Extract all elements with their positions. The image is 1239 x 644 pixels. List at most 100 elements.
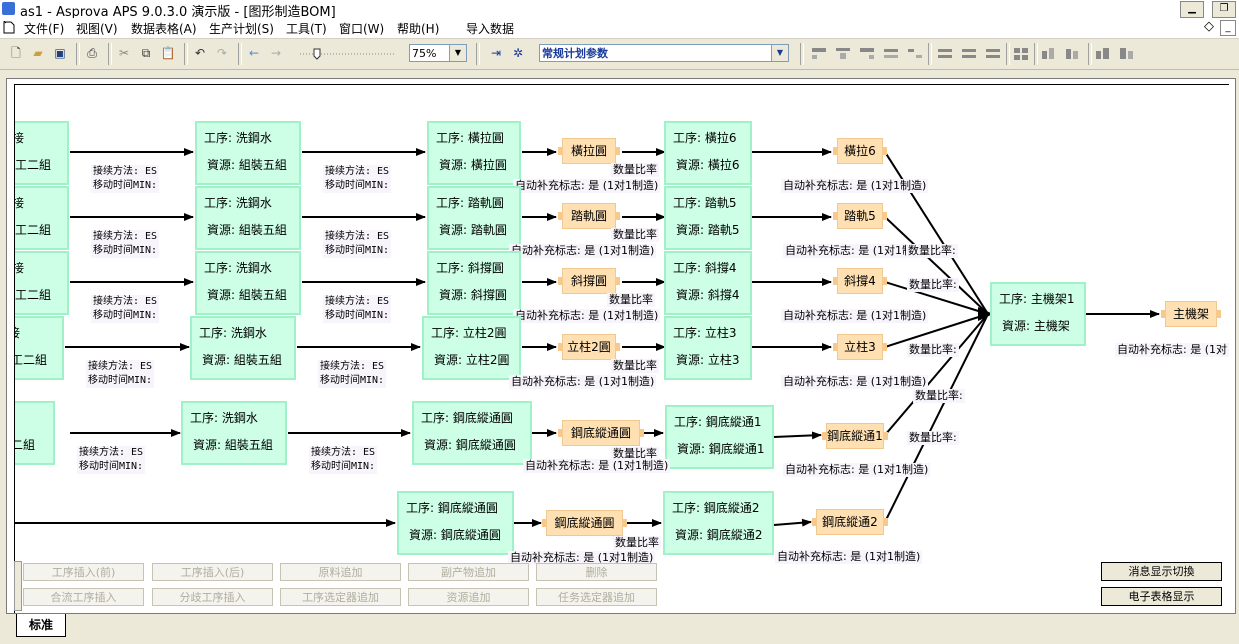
insert-process-before-button[interactable]: 工序插入(前) (23, 563, 144, 581)
distribute-icon[interactable] (984, 46, 1002, 61)
item-node[interactable]: 鋼底縱通圓 (558, 420, 644, 446)
restore-icon[interactable]: ❐ (1212, 1, 1236, 18)
size-align-icon[interactable] (1094, 46, 1112, 61)
process-node-wash[interactable]: 工序: 洗鋼水資源: 組裝五組 (190, 316, 296, 380)
bottom-align-icon[interactable] (1064, 46, 1082, 61)
insert-merge-process-button[interactable]: 合流工序插入 (23, 588, 144, 606)
process-node-left[interactable]: 接工二組 (15, 186, 69, 250)
item-node[interactable]: 鋼底縱通1 (822, 423, 888, 449)
process-node-wash[interactable]: 工序: 洗鋼水資源: 組裝五組 (195, 251, 301, 315)
add-material-button[interactable]: 原料追加 (280, 563, 401, 581)
align-layout-icon[interactable] (834, 46, 852, 61)
menu-window[interactable]: 窗口(W) (339, 22, 385, 36)
tab-standard[interactable]: 标准 (16, 614, 66, 637)
menu-view[interactable]: 视图(V) (76, 22, 118, 36)
resource-label: 二組 (15, 438, 36, 452)
item-node[interactable]: 橫拉6 (833, 138, 887, 164)
align-layout-icon[interactable] (810, 46, 828, 61)
print-icon[interactable]: ⎙ (87, 46, 97, 60)
resource-label: 資源: 組裝五組 (207, 158, 287, 172)
process-node-wash[interactable]: 工序: 洗鋼水資源: 組裝五組 (195, 121, 301, 185)
insert-process-after-button[interactable]: 工序插入(后) (152, 563, 273, 581)
resource-label: 工二組 (14, 353, 48, 367)
item-node[interactable]: 立柱2圓 (558, 334, 620, 360)
add-byproduct-button[interactable]: 副产物追加 (408, 563, 529, 581)
paste-icon[interactable]: 📋 (160, 46, 176, 60)
resource-label: 資源: 組裝五組 (207, 288, 287, 302)
item-node-main[interactable]: 主機架 (1161, 301, 1221, 327)
menu-import-data[interactable]: 导入数据 (466, 22, 515, 36)
mdi-minimize-icon[interactable]: _ (1220, 20, 1236, 36)
align-layout-icon[interactable] (906, 46, 924, 61)
size-align-icon[interactable] (1118, 46, 1136, 61)
back-arrow-icon[interactable]: ← (248, 46, 260, 60)
minimize-icon[interactable]: ▁ (1180, 1, 1204, 18)
process-node[interactable]: 工序: 斜撐圓資源: 斜撐圓 (427, 251, 521, 315)
process-node-left[interactable]: 接工二組 (15, 251, 69, 315)
item-node[interactable]: 踏軌5 (833, 203, 887, 229)
item-node[interactable]: 斜撐圓 (558, 268, 620, 294)
redo-icon[interactable]: ↷ (216, 46, 228, 60)
toolbar: 🗋 ▰ ▣ ⎙ ✂ ⧉ 📋 ↶ ↷ ← → 75%▼ ⇥ ✲ 常规计划参数▼ (0, 39, 1239, 70)
menu-tools[interactable]: 工具(T) (286, 22, 327, 36)
zoom-slider[interactable] (298, 47, 398, 61)
delete-button[interactable]: 删除 (536, 563, 657, 581)
item-node[interactable]: 斜撐4 (833, 268, 887, 294)
auto-supply-label: 自动补充标志: 是 (1对1制造) (781, 179, 929, 193)
menu-schedule[interactable]: 生产计划(S) (209, 22, 274, 36)
distribute-icon[interactable] (936, 46, 954, 61)
auto-supply-label: 自动补充标志: 是 (1对1制造) (781, 375, 929, 389)
mdi-diamond-icon[interactable]: ◇ (1204, 19, 1214, 34)
plan-parameter-select[interactable]: 常规计划参数▼ (539, 44, 789, 62)
palette-collapse-handle[interactable] (14, 561, 22, 611)
zoom-select[interactable]: 75%▼ (409, 44, 467, 62)
item-node[interactable]: 踏軌圓 (558, 203, 620, 229)
copy-icon[interactable]: ⧉ (141, 46, 151, 60)
undo-icon[interactable]: ↶ (194, 46, 206, 60)
process-node-wash[interactable]: 工序: 洗鋼水資源: 組裝五組 (181, 401, 287, 465)
menu-file[interactable]: 文件(F) (24, 22, 65, 36)
align-layout-icon[interactable] (882, 46, 900, 61)
grid-icon[interactable] (1012, 46, 1030, 61)
process-node[interactable]: 工序: 立柱2圓資源: 立柱2圓 (422, 316, 521, 380)
process-node-left[interactable]: 接工二組 (14, 316, 64, 380)
item-node[interactable]: 鋼底縱通2 (812, 509, 888, 535)
item-node[interactable]: 鋼底縱通圓 (542, 510, 627, 536)
item-node[interactable]: 立柱3 (833, 334, 887, 360)
bottom-align-icon[interactable] (1040, 46, 1058, 61)
process-node[interactable]: 工序: 踏軌圓資源: 踏軌圓 (427, 186, 521, 250)
add-resource-button[interactable]: 资源追加 (408, 588, 529, 606)
process-node-left[interactable]: 二組 (15, 401, 55, 465)
new-file-icon[interactable]: 🗋 (11, 46, 21, 60)
forward-arrow-icon[interactable]: → (270, 46, 282, 60)
process-node[interactable]: 工序: 鋼底縱通圓資源: 鋼底縱通圓 (412, 401, 532, 465)
process-node[interactable]: 工序: 橫拉圓資源: 橫拉圓 (427, 121, 521, 185)
cut-icon[interactable]: ✂ (118, 46, 130, 60)
insert-branch-process-button[interactable]: 分歧工序插入 (152, 588, 273, 606)
process-node[interactable]: 工序: 鋼底縱通圓資源: 鋼底縱通圓 (397, 491, 514, 555)
menu-help[interactable]: 帮助(H) (397, 22, 440, 36)
toggle-message-display-button[interactable]: 消息显示切換 (1101, 562, 1222, 581)
save-icon[interactable]: ▣ (54, 46, 66, 60)
distribute-icon[interactable] (960, 46, 978, 61)
menu-data-table[interactable]: 数据表格(A) (131, 22, 197, 36)
spreadsheet-display-button[interactable]: 电子表格显示 (1101, 587, 1222, 606)
item-node[interactable]: 橫拉圓 (558, 138, 620, 164)
network-icon[interactable]: ✲ (512, 46, 524, 60)
export-icon[interactable]: ⇥ (490, 46, 502, 60)
process-node-left[interactable]: 接工二組 (15, 121, 69, 185)
process-node-wash[interactable]: 工序: 洗鋼水資源: 組裝五組 (195, 186, 301, 250)
open-folder-icon[interactable]: ▰ (33, 46, 43, 60)
add-task-selector-button[interactable]: 任务选定器追加 (536, 588, 657, 606)
align-layout-icon[interactable] (858, 46, 876, 61)
resource-label: 資源: 橫拉6 (676, 158, 740, 172)
add-process-selector-button[interactable]: 工序选定器追加 (280, 588, 401, 606)
